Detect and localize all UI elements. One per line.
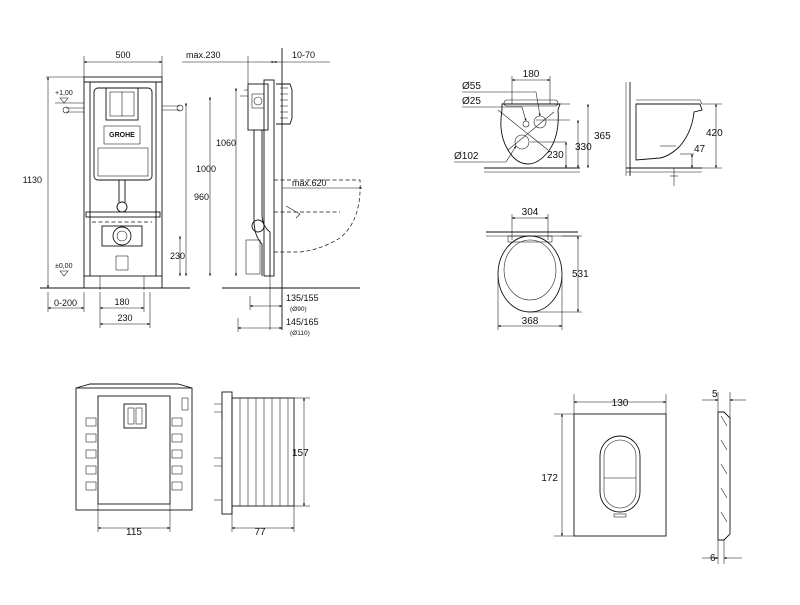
- dim-145-165: 145/165: [286, 317, 319, 327]
- dim-d25: Ø25: [462, 96, 481, 107]
- dim-47: 47: [694, 144, 706, 155]
- brand-logo: GROHE: [103, 125, 141, 145]
- dim-max-620: max.620: [292, 178, 327, 188]
- module-side-clips-right: [171, 397, 189, 491]
- seat-plan-view: [486, 231, 578, 313]
- dim-frame-height: 1130: [23, 175, 42, 185]
- dim-172: 172: [541, 473, 558, 484]
- frame-side-dimensions: max.230 10-70 1060 max.620 135/155 (Ø90)…: [182, 50, 363, 337]
- module-front-view: [75, 383, 193, 511]
- dim-304: 304: [522, 207, 539, 218]
- dim-368: 368: [522, 316, 539, 327]
- dim-230-width: 230: [117, 313, 132, 323]
- level-top-mark: +1,00: [55, 90, 73, 97]
- dim-180-width: 180: [114, 297, 129, 307]
- dim-1000: 1000: [196, 164, 216, 174]
- dim-d102: Ø102: [454, 151, 479, 162]
- dim-1060: 1060: [216, 138, 236, 148]
- module-side-clips-left: [85, 417, 97, 491]
- flush-plate-front: [573, 413, 667, 537]
- dim-frame-width: 500: [115, 50, 130, 60]
- bowl-side-dimensions: 420 47: [680, 103, 723, 169]
- module-front-dimensions: 115: [97, 504, 171, 538]
- dim-115: 115: [126, 527, 142, 538]
- dim-d90: (Ø90): [290, 306, 307, 313]
- frame-front-dimensions: 500 1130 +1,00 ±0,00 960 1000 230 0-200 …: [23, 50, 216, 328]
- dim-max-230: max.230: [186, 50, 221, 60]
- dim-d55: Ø55: [462, 81, 481, 92]
- dim-230-height: 230: [170, 251, 185, 261]
- dim-bowl-180: 180: [523, 69, 540, 80]
- bowl-side-view: [625, 82, 703, 186]
- dim-bowl-230: 230: [547, 150, 564, 161]
- dim-157: 157: [292, 448, 309, 459]
- dim-0-200: 0-200: [54, 298, 77, 308]
- dim-10-70: 10-70: [292, 50, 315, 60]
- dim-77: 77: [254, 527, 266, 538]
- bowl-front-dimensions: 180 Ø55 Ø25 Ø102 365 330 230: [454, 69, 611, 169]
- dim-365: 365: [594, 131, 611, 142]
- dim-d110: (Ø110): [290, 330, 310, 337]
- brand-logo-text: GROHE: [109, 132, 135, 139]
- dim-960: 960: [194, 192, 209, 202]
- level-floor-mark: ±0,00: [55, 263, 73, 270]
- flush-plate-side-dimensions: 5 6: [702, 389, 746, 564]
- module-side-dimensions: 157 77: [231, 397, 310, 538]
- dim-130: 130: [612, 398, 629, 409]
- bowl-front-view: [484, 99, 580, 173]
- dim-135-155: 135/155: [286, 293, 319, 303]
- frame-front-view: GROHE: [40, 76, 190, 290]
- dim-420: 420: [706, 128, 723, 139]
- dim-531: 531: [572, 269, 589, 280]
- dim-5: 5: [712, 389, 718, 400]
- flush-plate-front-dimensions: 130 172: [541, 394, 667, 537]
- flush-plate-side: [717, 411, 731, 541]
- seat-plan-dimensions: 304 531 368: [497, 207, 589, 330]
- module-side-view: [214, 391, 295, 515]
- frame-side-view: [222, 48, 361, 330]
- dim-330: 330: [575, 142, 592, 153]
- dim-6: 6: [710, 553, 716, 564]
